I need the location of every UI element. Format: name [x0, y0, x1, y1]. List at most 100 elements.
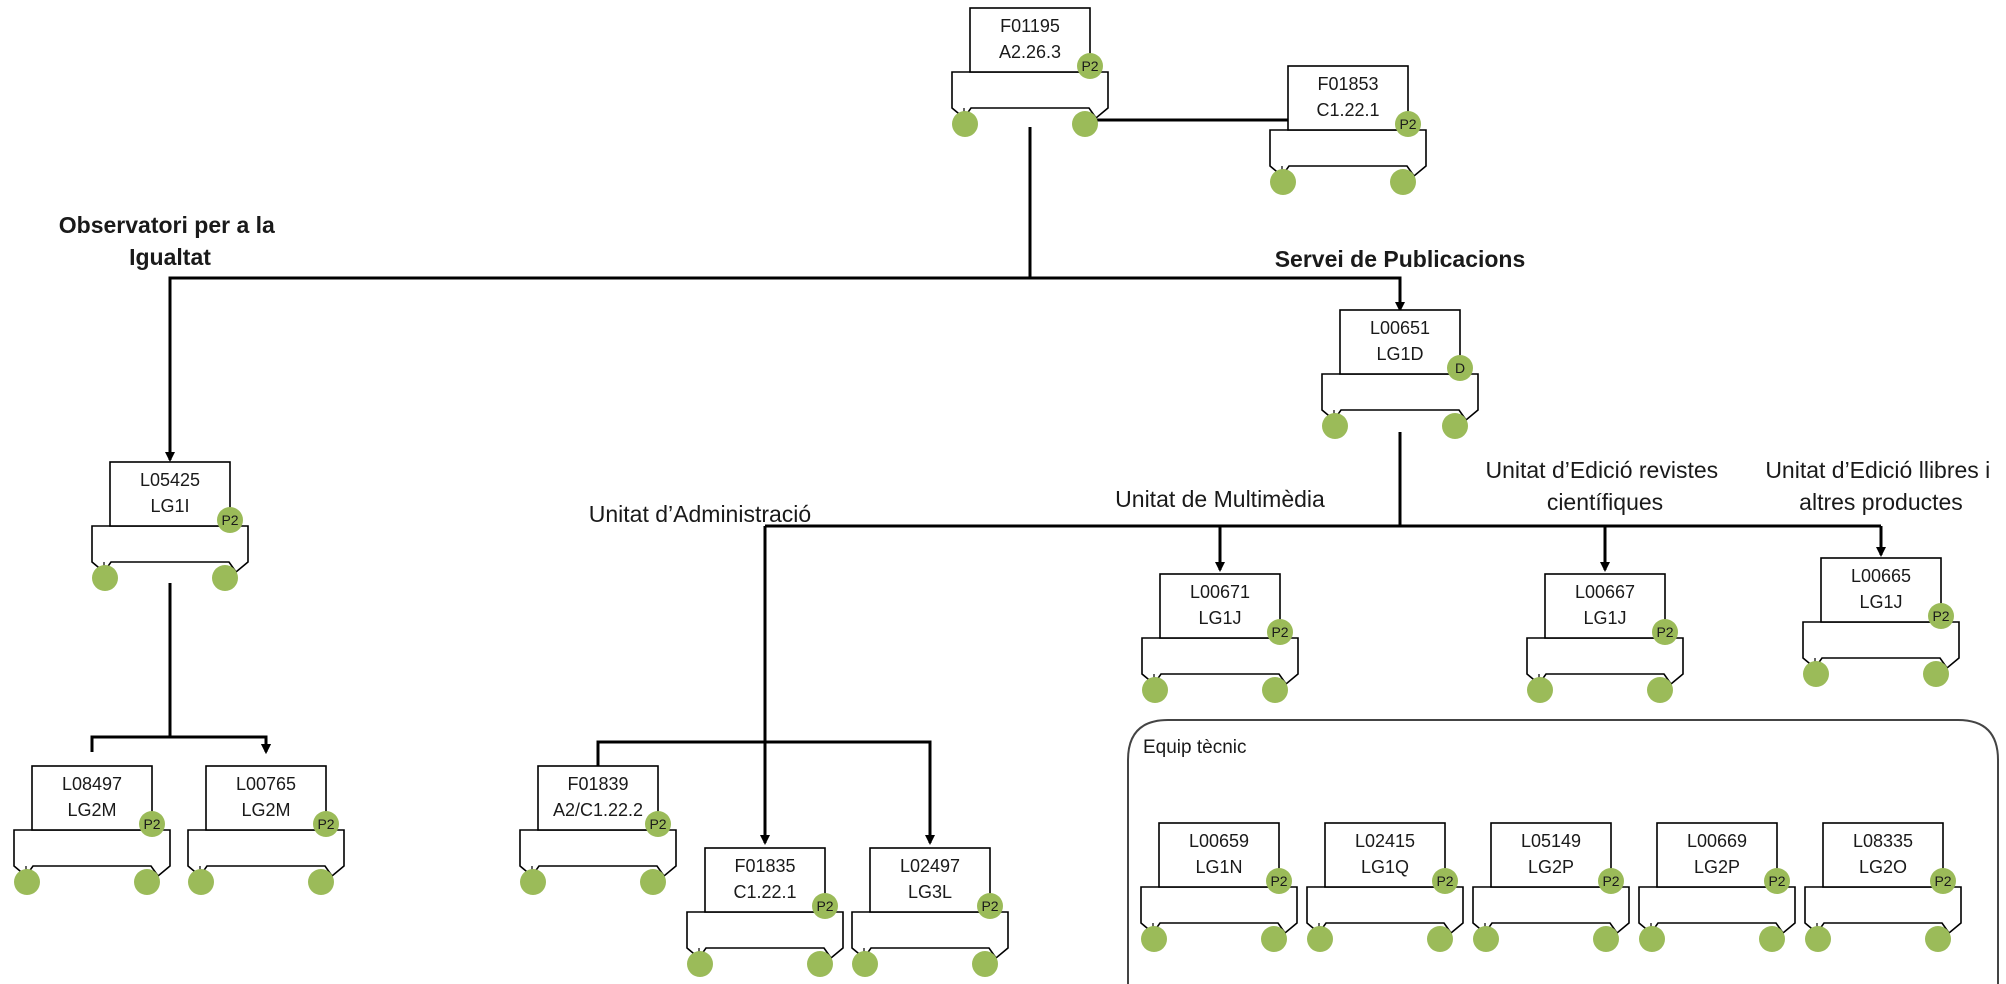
badge-icon [1077, 53, 1103, 79]
node-grade: LG1J [1198, 608, 1241, 628]
node-grade: C1.22.1 [733, 882, 796, 902]
node-badge-label: P2 [317, 816, 334, 832]
badge-icon [313, 811, 339, 837]
node-tray [1140, 886, 1298, 935]
node-grade: A2/C1.22.2 [553, 800, 643, 820]
node-badge-label: P2 [143, 816, 160, 832]
connector-to-observatori [165, 276, 1030, 462]
node-card [1324, 822, 1446, 888]
node-tray [187, 829, 345, 878]
node-card [704, 847, 826, 913]
badge-icon [645, 811, 671, 837]
unit-labels: Observatori per a la Igualtat Servei de … [59, 212, 1991, 527]
node-tray [1802, 621, 1960, 670]
node-foot-left [687, 951, 713, 977]
node-code: F01839 [567, 774, 628, 794]
node-card [1544, 573, 1666, 639]
node-grade: LG1Q [1361, 857, 1409, 877]
node-code: L08497 [62, 774, 122, 794]
node-tray [1269, 129, 1427, 178]
node-foot-right [1261, 926, 1287, 952]
node-foot-right [1925, 926, 1951, 952]
node-code: L05149 [1521, 831, 1581, 851]
node-foot-right [308, 869, 334, 895]
connector-to-l08497 [90, 735, 271, 754]
badge-icon [1652, 619, 1678, 645]
node-badge-label: P2 [1656, 624, 1673, 640]
node-grade: LG1D [1376, 344, 1423, 364]
node-foot-left [1307, 926, 1333, 952]
node-foot-left [1270, 169, 1296, 195]
node-card [1158, 822, 1280, 888]
node-grade: C1.22.1 [1316, 100, 1379, 120]
node-grade: LG1N [1195, 857, 1242, 877]
node-card [1287, 65, 1409, 131]
node-tray [13, 829, 171, 878]
node-badge-label: P2 [1436, 873, 1453, 889]
node-badge-label: P2 [1271, 624, 1288, 640]
badge-icon [1432, 868, 1458, 894]
node-code: L02415 [1355, 831, 1415, 851]
node-card [1820, 557, 1942, 623]
team-container [1127, 719, 1999, 984]
unit-label-publicacions: Servei de Publicacions [1275, 246, 1526, 272]
node-tray [519, 829, 677, 878]
node-foot-right [1072, 111, 1098, 137]
node-foot-right [1759, 926, 1785, 952]
badge-icon [1928, 603, 1954, 629]
node-code: L08335 [1853, 831, 1913, 851]
unit-label-revistes: Unitat d’Edició revistes científiques [1485, 457, 1724, 515]
node-badge-label: P2 [981, 898, 998, 914]
node-tray [951, 71, 1109, 120]
node-foot-left [92, 565, 118, 591]
node-badge-label: P2 [221, 512, 238, 528]
node-tray [851, 911, 1009, 960]
node-card [205, 765, 327, 831]
node-badge-label: P2 [1932, 608, 1949, 624]
node-card [1159, 573, 1281, 639]
connector-admin-bus [596, 740, 935, 845]
node-badge-label: P2 [649, 816, 666, 832]
node-tray [1526, 637, 1684, 686]
node-tray [1472, 886, 1630, 935]
node-foot-left [14, 869, 40, 895]
node-foot-left [1142, 677, 1168, 703]
node-code: L00659 [1189, 831, 1249, 851]
node-code: F01853 [1317, 74, 1378, 94]
node-code: L00765 [236, 774, 296, 794]
node-card [1822, 822, 1944, 888]
node-card [1656, 822, 1778, 888]
node-foot-left [188, 869, 214, 895]
connectors [90, 118, 1886, 845]
badge-icon [1930, 868, 1956, 894]
node-grade: LG2M [67, 800, 116, 820]
node-card [109, 461, 231, 527]
node-tray [91, 525, 249, 574]
node-foot-right [134, 869, 160, 895]
node-code: F01835 [734, 856, 795, 876]
badge-icon [977, 893, 1003, 919]
node-tray [1321, 373, 1479, 422]
node-foot-left [1803, 661, 1829, 687]
node-code: L02497 [900, 856, 960, 876]
node-code: L00665 [1851, 566, 1911, 586]
node-card [31, 765, 153, 831]
node-foot-left [1527, 677, 1553, 703]
badge-icon [217, 507, 243, 533]
node-foot-right [1390, 169, 1416, 195]
